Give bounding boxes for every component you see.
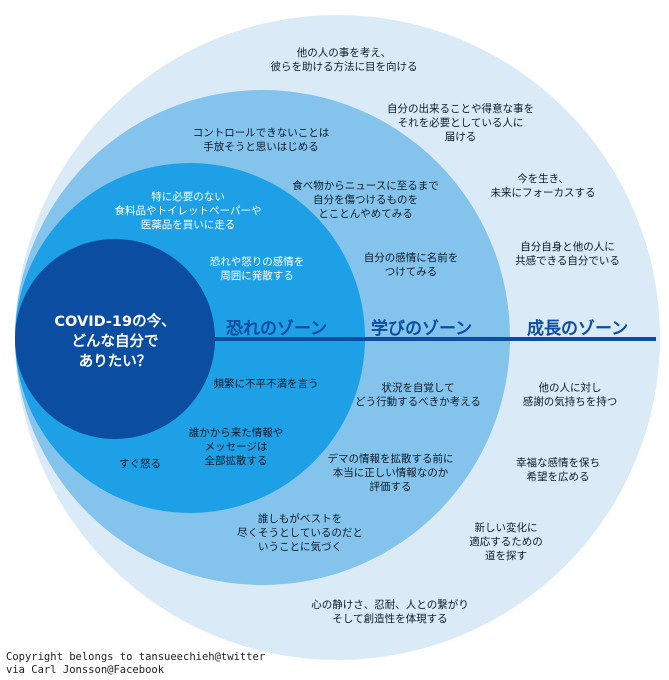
center-title: COVID-19の今、 どんな自分で ありたい？ <box>54 314 176 370</box>
learning-item-verify-information: デマの情報を拡散する前に 本当に正しい情報なのか 評価する <box>327 453 454 493</box>
learning-item-let-go-control: コントロールできないことは 手放そうと思いはじめる <box>192 127 330 153</box>
learning-zone-title: 学びのゾーン <box>371 319 473 339</box>
growth-item-live-present: 今を生き、 未来にフォーカスする <box>490 173 596 199</box>
learning-item-self-aware-action: 状況を自覚して どう行動するべきか考える <box>355 382 481 408</box>
growth-item-share-skills: 自分の出来ることや得意な事を それを必要としている人に 届ける <box>387 103 534 143</box>
copyright-credit: Copyright belongs to tansueechieh@twitte… <box>6 651 266 676</box>
learning-item-name-emotions: 自分の感情に名前を つけてみる <box>363 252 459 278</box>
learning-item-stop-harmful-media: 食べ物からニュースに至るまで 自分を傷つけるものを とことんやめてみる <box>292 180 439 220</box>
learning-item-everyone-doing-best: 誰しもがベストを 尽くそうとしているのだと いうことに気づく <box>237 513 363 553</box>
growth-zone-title: 成長のゾーン <box>527 319 629 339</box>
fear-item-forwarding-all: 誰かから来た情報や メッセージは 全部拡散する <box>188 427 284 467</box>
fear-item-quick-anger: すぐ怒る <box>119 458 161 470</box>
growth-item-spread-hope: 幸福な感情を保ち 希望を広める <box>516 457 600 483</box>
growth-item-adapt-change: 新しい変化に 適応するための 道を探す <box>469 522 543 562</box>
fear-zone-title: 恐れのゾーン <box>226 319 328 339</box>
zone-axis-line <box>200 337 656 341</box>
growth-item-empathy: 自分自身と他の人に 共感できる自分でいる <box>515 241 620 267</box>
fear-item-stockpiling: 特に必要のない 食料品やトイレットペーパーや 医薬品を買いに走る <box>114 191 262 231</box>
growth-item-calm-patience: 心の静けさ、忍耐、人との繋がり そして創造性を体現する <box>311 599 469 625</box>
growth-item-gratitude: 他の人に対し 感謝の気持ちを持つ <box>522 382 618 408</box>
fear-item-spreading-anger: 恐れや怒りの感情を 周囲に発散する <box>209 256 305 282</box>
center-circle <box>15 239 215 439</box>
growth-item-help-others: 他の人の事を考え、 彼らを助ける方法に目を向ける <box>270 47 418 73</box>
fear-item-complaining: 頻繁に不平不満を言う <box>213 378 319 390</box>
